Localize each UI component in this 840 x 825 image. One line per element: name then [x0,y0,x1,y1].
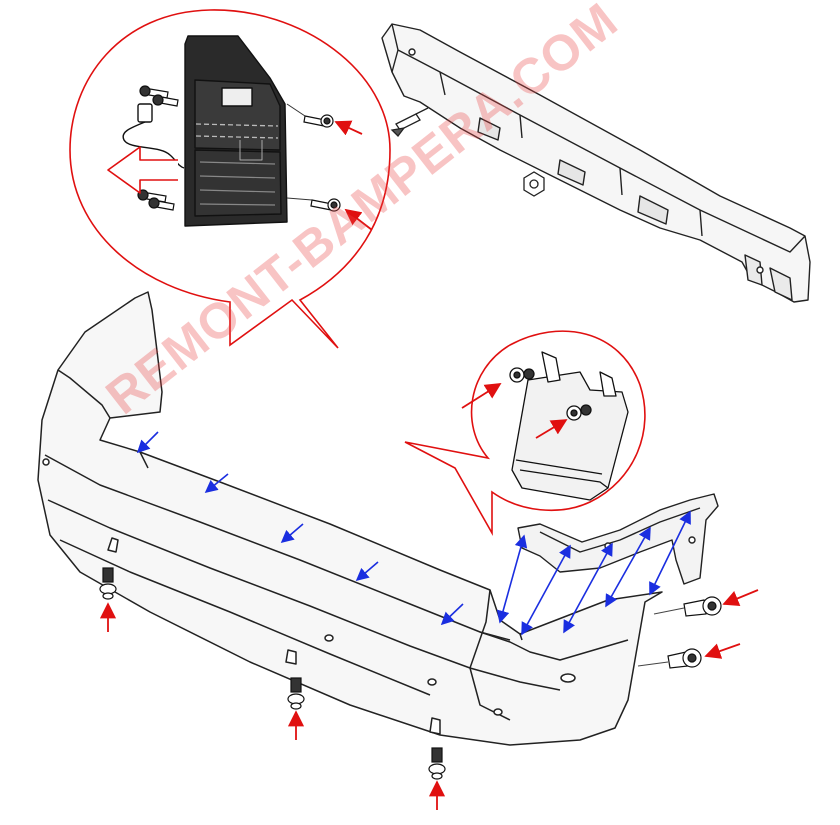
blue-arrow [605,526,651,608]
blue-arrows [136,431,691,636]
blue-arrow [496,534,528,624]
corner-clip-detail [509,351,629,501]
lamp-removal-direction-arrow [107,146,178,194]
screw-alignment-line [637,607,685,667]
red-arrow [334,120,363,136]
side-bracket [517,493,719,585]
red-arrow [344,208,373,231]
blue-arrow [280,523,304,544]
blue-arrow [440,603,464,626]
corner-clip-callout [404,330,646,537]
blue-arrow [649,510,691,596]
rear-bumper-cover [37,291,663,746]
beam-nut [523,171,545,197]
red-arrow [461,383,502,409]
tail-lamp [184,35,288,227]
blue-arrow [204,473,229,494]
red-arrow [704,643,741,659]
lamp-screw [137,85,341,212]
red-arrows [99,120,759,810]
red-arrow [535,419,568,439]
lamp-connector-line [286,103,313,201]
red-arrow [722,589,759,607]
blue-arrow [521,544,571,636]
bumper-screw [99,567,722,780]
tail-lamp-callout [69,9,391,349]
blue-arrow [355,561,379,582]
blue-arrow [563,542,613,634]
bumper-reinforcement-beam [381,23,811,303]
blue-arrow [136,431,159,454]
beam-bolt [390,107,429,137]
